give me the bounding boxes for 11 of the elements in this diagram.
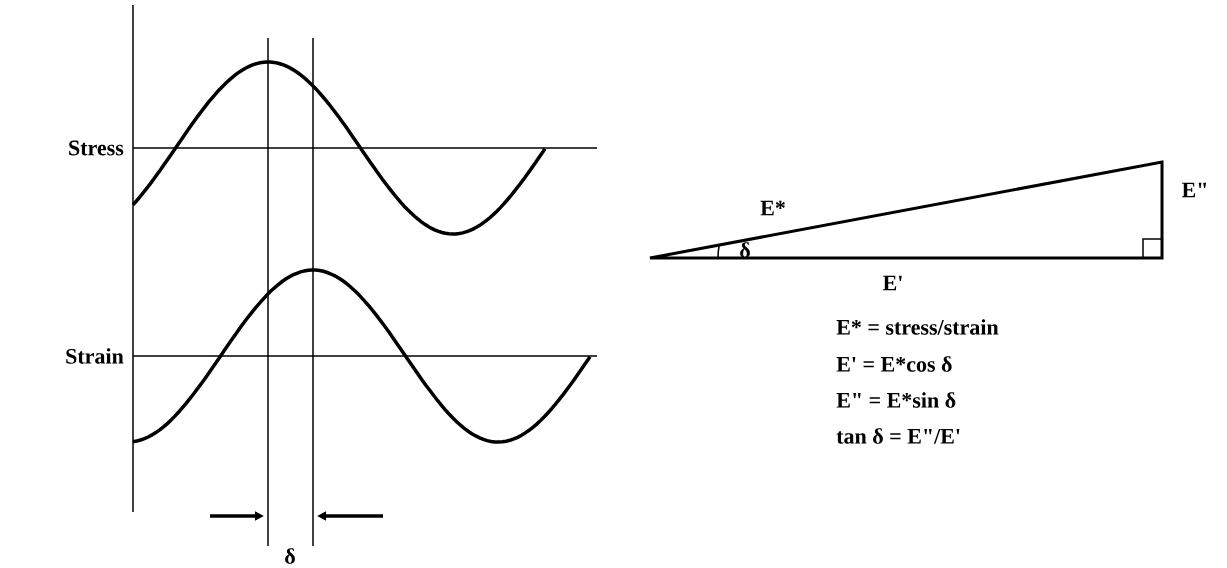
side-label: E'	[883, 275, 902, 291]
side-label: E"	[1181, 182, 1207, 198]
wave-label: Stress	[69, 140, 124, 156]
formula-line: E" = E*sin δ	[836, 392, 956, 408]
wave-label: Strain	[66, 348, 124, 364]
angle-label: δ	[740, 242, 750, 258]
formula-line: E* = stress/strain	[836, 319, 999, 335]
side-label: E*	[760, 200, 785, 216]
formula-line: E' = E*cos δ	[836, 356, 952, 372]
phase-angle-label: δ	[285, 548, 295, 564]
formula-line: tan δ = E"/E'	[836, 428, 960, 444]
